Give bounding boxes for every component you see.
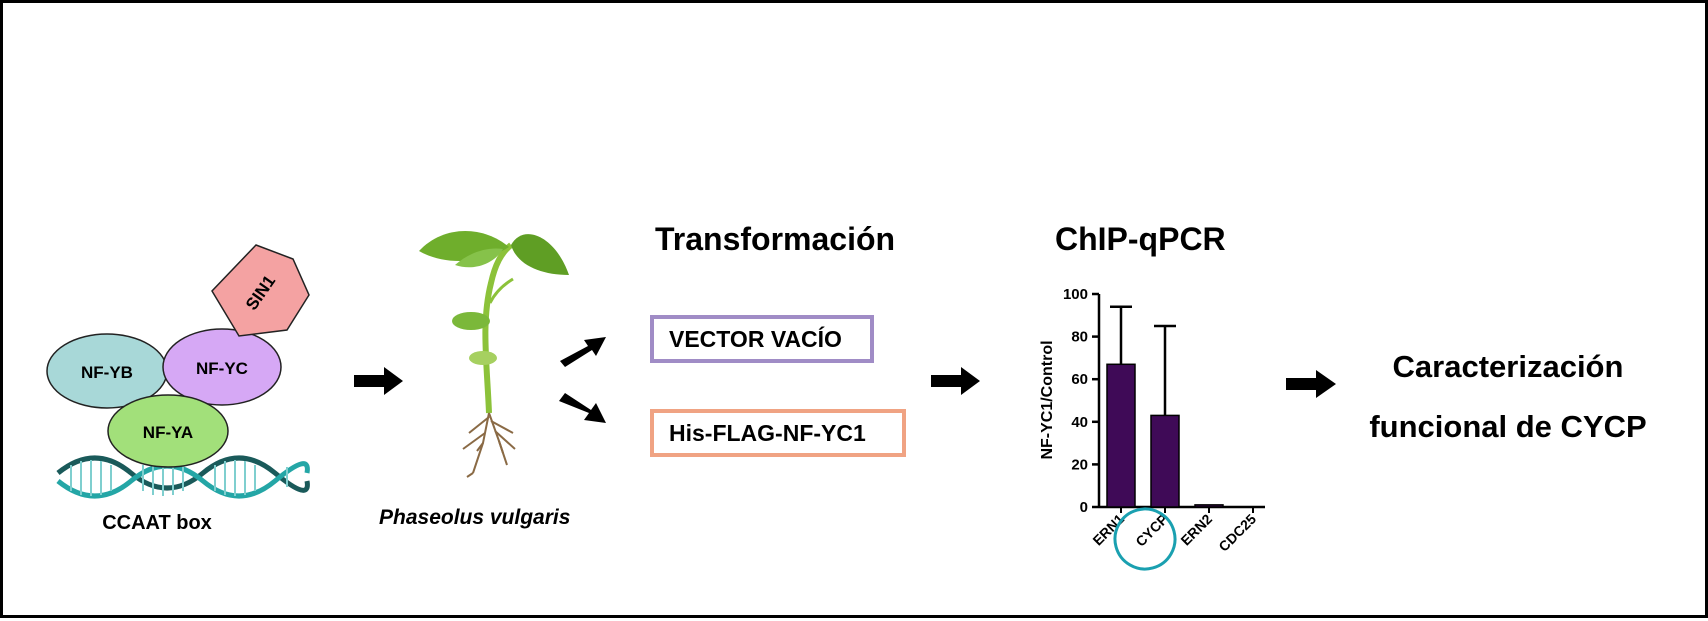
empty-vector-box: VECTOR VACÍO <box>650 315 874 363</box>
nfyc-label: NF-YC <box>196 359 248 378</box>
result-line-2: funcional de CYCP <box>1369 409 1647 444</box>
transformation-title: Transformación <box>655 221 896 257</box>
arrow-right-icon <box>354 367 403 395</box>
nfya-subunit <box>107 394 229 468</box>
x-tick-label-cdc25: CDC25 <box>1215 511 1259 555</box>
bar-ern1 <box>1106 363 1136 508</box>
x-tick-label-ern2: ERN2 <box>1177 511 1215 549</box>
arrow-right-icon <box>1286 370 1336 398</box>
dna-helix <box>56 455 310 499</box>
chart-bars <box>1106 305 1224 508</box>
arrow-group <box>354 337 1336 423</box>
seedling-image <box>419 230 569 478</box>
arrow-right-icon <box>931 367 980 395</box>
arrow-down-right-icon <box>559 393 606 423</box>
nfyc-subunit <box>162 328 282 406</box>
arrow-up-right-icon <box>560 337 606 367</box>
x-tick-label-ern1: ERN1 <box>1089 511 1127 549</box>
y-tick-label: 40 <box>1071 414 1088 431</box>
y-tick-label: 80 <box>1071 329 1088 346</box>
cycp-highlight-circle <box>1113 507 1177 571</box>
dna-label: CCAAT box <box>102 512 212 534</box>
chip-title: ChIP-qPCR <box>1055 221 1226 257</box>
diagram-graphics: NF-YB NF-YC NF-YA SIN1 CCAAT box <box>46 230 1336 571</box>
bar-cycp <box>1150 414 1180 508</box>
nfyb-label: NF-YB <box>81 363 133 382</box>
bar-ern2 <box>1194 504 1224 508</box>
sin1-subunit <box>211 244 310 337</box>
y-tick-label: 20 <box>1071 456 1088 473</box>
result-text: Caracterización funcional de CYCP <box>1343 337 1673 457</box>
species-label: Phaseolus vulgaris <box>379 506 571 529</box>
chart-ylabel: NF-YC1/Control <box>1039 340 1056 459</box>
construct-box: His-FLAG-NF-YC1 <box>650 409 906 457</box>
y-tick-label: 60 <box>1071 371 1088 388</box>
nfya-label: NF-YA <box>143 423 193 442</box>
y-tick-label: 0 <box>1080 499 1088 516</box>
result-line-1: Caracterización <box>1392 349 1624 384</box>
y-tick-label: 100 <box>1063 286 1088 303</box>
